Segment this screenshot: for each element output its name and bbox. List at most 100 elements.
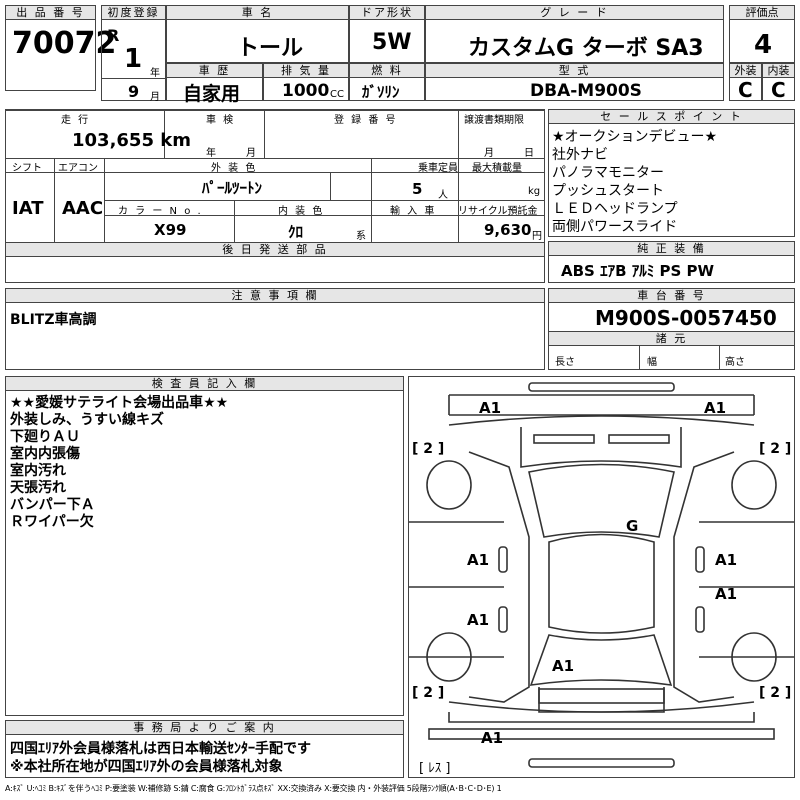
sales-point-3: パノラマモニター (552, 165, 664, 181)
doors-box: ドア形状 5W (349, 5, 425, 63)
lot-number: 70072 (12, 26, 117, 61)
car-diagram (409, 382, 794, 768)
year-unit: 年 (150, 68, 160, 79)
model-label: 型 式 (426, 64, 723, 78)
damage-mark-windshield: G (626, 517, 639, 535)
inspector-line-4: 室内内張傷 (10, 446, 80, 462)
sales-points-label: セ ー ル ス ポ イ ン ト (549, 110, 794, 124)
office-notice-label: 事 務 局 よ り ご 案 内 (6, 721, 403, 735)
grade-label: グ レ ー ド (426, 6, 723, 20)
capacity: 5 (412, 180, 423, 198)
width-label: 幅 (647, 357, 657, 368)
registration-year: 1 (124, 44, 143, 74)
sales-points-box: セ ー ル ス ポ イ ン ト ★オークションデビュー★ 社外ナビ パノラマモニ… (548, 109, 795, 237)
damage-mark-front-right: A1 (704, 399, 727, 417)
registration-month: 9 (128, 82, 140, 101)
tire-rear-right: [ 2 ] (759, 685, 792, 701)
damage-mark-front-left: A1 (479, 399, 502, 417)
sales-point-4: プッシュスタート (552, 183, 664, 199)
car-name-box: 車 名 トール (166, 5, 349, 63)
displacement-label: 排 気 量 (264, 64, 348, 78)
mileage-label: 走 行 (61, 115, 91, 126)
chassis-box: 車 台 番 号 M900S-0057450 諸 元 長さ 幅 高さ (548, 288, 795, 370)
recycle-label: リサイクル預託金 (458, 206, 538, 217)
color-number-label: カ ラ ー N o . (118, 206, 203, 217)
inspector-line-2: 外装しみ、うすい線キズ (10, 412, 164, 428)
transfer-month-unit: 月 (484, 148, 494, 159)
shift-label: シフト (12, 163, 42, 174)
inspection-label: 車 検 (206, 115, 236, 126)
specs-label: 諸 元 (549, 331, 794, 346)
damage-mark-rear-bumper: A1 (481, 729, 504, 747)
max-load-label: 最大積載量 (472, 163, 522, 174)
first-registration-label: 初度登録 (102, 6, 165, 20)
vehicle-info-grid: 走 行 車 検 登 録 番 号 譲渡書類期限 103,655 km 年 月 月 … (5, 109, 545, 283)
car-name-label: 車 名 (167, 6, 348, 20)
standard-equipment-label: 純 正 装 備 (549, 242, 794, 256)
chassis-number: M900S-0057450 (595, 306, 777, 330)
sales-point-1: ★オークションデビュー★ (552, 129, 718, 145)
length-label: 長さ (555, 357, 575, 368)
model-box: 型 式 DBA-M900S (425, 63, 724, 101)
notes-box: 注 意 事 項 欄 BLITZ車高調 (5, 288, 545, 370)
inspector-line-7: バンパー下Ａ (10, 497, 95, 513)
history-label: 車 歴 (167, 64, 262, 78)
office-line-1: 四国ｴﾘｱ外会員様落札は西日本輸送ｾﾝﾀｰ手配です (10, 741, 311, 757)
registration-number-label: 登 録 番 号 (334, 115, 398, 126)
grade: カスタムG ターボ SA3 (468, 36, 704, 61)
cc-unit: CC (330, 89, 344, 100)
aircon-label: エアコン (58, 163, 98, 174)
sales-point-5: ＬＥＤヘッドランプ (552, 201, 678, 217)
interior-color-label: 内 装 色 (278, 206, 325, 217)
sales-point-6: 両側パワースライド (552, 219, 678, 235)
transfer-deadline-label: 譲渡書類期限 (464, 115, 524, 126)
displacement: 1000 (282, 81, 330, 101)
inspector-line-3: 下廻りＡＵ (10, 429, 80, 445)
damage-mark-rear-glass: A1 (552, 657, 575, 675)
office-notice-box: 事 務 局 よ り ご 案 内 四国ｴﾘｱ外会員様落札は西日本輸送ｾﾝﾀｰ手配で… (5, 720, 404, 778)
fuel-label: 燃 料 (350, 64, 424, 78)
model: DBA-M900S (530, 81, 642, 101)
interior-score: C (771, 78, 786, 102)
import-label: 輸 入 車 (390, 206, 437, 217)
first-registration-box: 初度登録 R 1 年 9 月 (101, 5, 166, 103)
exterior-score: C (738, 78, 753, 102)
aircon: AAC (62, 198, 104, 219)
exterior-color: ﾊﾟｰﾙﾂｰﾄﾝ (202, 179, 263, 197)
office-line-2: ※本社所在地が四国ｴﾘｱ外の会員様落札対象 (10, 759, 283, 775)
exterior-score-box: 外装 C (729, 63, 762, 102)
score-box: 評価点 4 (729, 5, 795, 63)
tire-rear-left: [ 2 ] (412, 685, 445, 701)
inspector-line-5: 室内汚れ (10, 463, 66, 479)
shift: IAT (12, 198, 44, 219)
spare-tire: [ ﾚｽ ] (419, 761, 451, 776)
legend: A:ｷｽﾞ U:ﾍｺﾐ B:ｷｽﾞを伴うﾍｺﾐ P:要塗装 W:補修跡 S:錆 … (5, 784, 502, 793)
inspector-line-8: Ｒワイパー欠 (10, 514, 94, 530)
lot-number-box: 出 品 番 号 70072 (5, 5, 116, 91)
height-label: 高さ (725, 357, 745, 368)
color-number: X99 (154, 221, 187, 239)
damage-mark-right-rear-door: A1 (715, 585, 738, 603)
recycle-unit: 円 (532, 231, 542, 242)
inspector-notes-label: 検 査 員 記 入 欄 (6, 377, 403, 391)
interior-score-box: 内装 C (762, 63, 795, 102)
notes-label: 注 意 事 項 欄 (6, 289, 544, 303)
mileage: 103,655 km (72, 130, 191, 151)
capacity-unit: 人 (438, 190, 448, 201)
doors: 5W (372, 30, 412, 55)
recycle-fee: 9,630 (484, 221, 532, 239)
capacity-label: 乗車定員 (418, 163, 458, 174)
damage-mark-left-front-door: A1 (467, 551, 490, 569)
car-diagram-box: A1 A1 A1 A1 A1 A1 A1 A1 G [ 2 ] [ 2 ] [ … (408, 376, 795, 778)
sales-point-2: 社外ナビ (552, 147, 608, 163)
inspection-month-unit: 月 (246, 148, 256, 159)
grade-box: グ レ ー ド カスタムG ターボ SA3 (425, 5, 724, 63)
score: 4 (754, 30, 773, 60)
displacement-box: 排 気 量 1000 CC (263, 63, 349, 101)
interior-color: ｸﾛ (288, 223, 304, 241)
exterior-label: 外装 (730, 64, 761, 78)
damage-mark-right-front-door: A1 (715, 551, 738, 569)
car-name: トール (237, 36, 304, 61)
inspector-line-6: 天張汚れ (10, 480, 66, 496)
exterior-color-label: 外 装 色 (211, 163, 258, 174)
